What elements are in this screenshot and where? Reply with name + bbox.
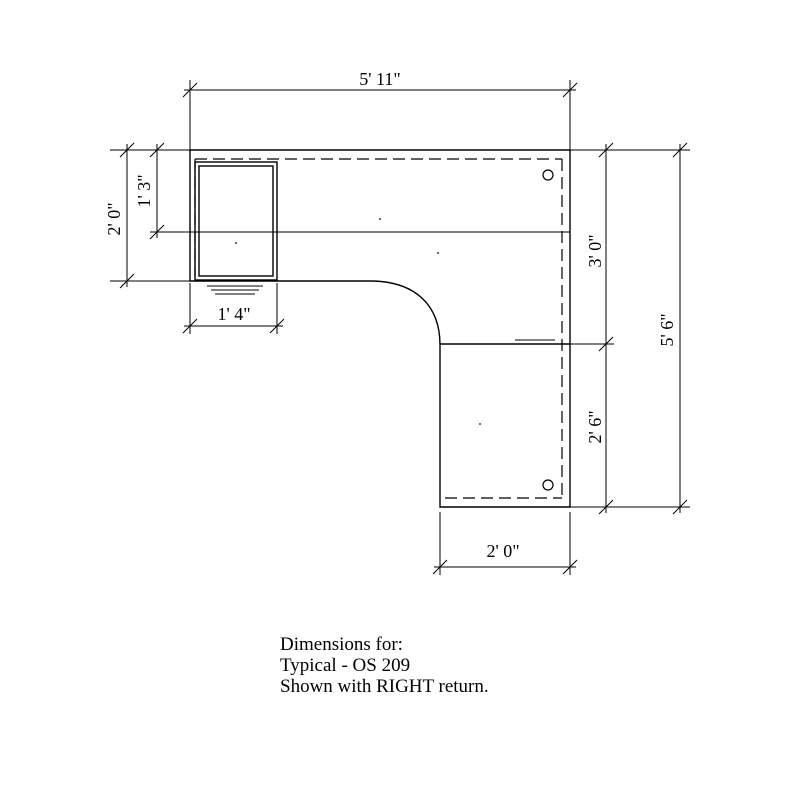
dim-right-lower: 2' 6" bbox=[585, 410, 605, 443]
dimension-lines bbox=[110, 80, 690, 575]
dim-return-width: 2' 0" bbox=[486, 541, 519, 561]
dim-right-upper: 3' 0" bbox=[585, 234, 605, 267]
caption-line-3: Shown with RIGHT return. bbox=[280, 676, 489, 697]
desk-shape bbox=[189, 149, 571, 508]
center-dots bbox=[235, 218, 481, 425]
caption-line-2: Typical - OS 209 bbox=[280, 655, 411, 676]
pedestal-inner bbox=[198, 165, 274, 277]
dim-left-overall-depth: 2' 0" bbox=[104, 202, 124, 235]
grommet-hole-bottom bbox=[542, 479, 554, 491]
caption-block: Dimensions for: Typical - OS 209 Shown w… bbox=[280, 634, 489, 697]
desk-outline bbox=[150, 149, 571, 508]
dim-top-width: 5' 11" bbox=[359, 69, 400, 89]
dim-left-drawer-depth: 1' 3" bbox=[134, 174, 154, 207]
dim-pedestal-width: 1' 4" bbox=[217, 304, 250, 324]
caption-line-1: Dimensions for: bbox=[280, 634, 403, 655]
pedestal-outer bbox=[194, 161, 278, 281]
grommet-hole-top bbox=[542, 169, 554, 181]
dashed-guides bbox=[194, 158, 563, 499]
dim-right-overall: 5' 6" bbox=[657, 313, 677, 346]
pedestal bbox=[194, 161, 278, 281]
pedestal-base-lines bbox=[207, 285, 263, 295]
